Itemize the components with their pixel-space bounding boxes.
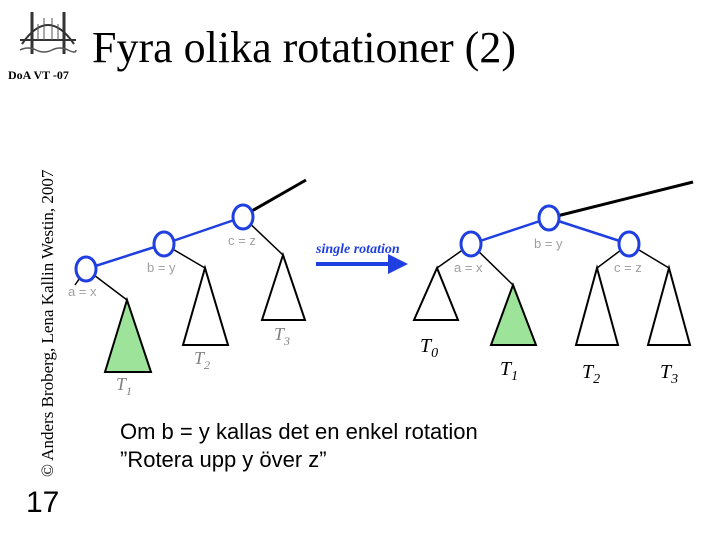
right-label-b: b = y bbox=[534, 236, 563, 251]
right-node-c bbox=[617, 230, 641, 258]
right-edge-b-a bbox=[470, 216, 550, 246]
caption-line-2: ”Rotera upp y över z” bbox=[120, 447, 327, 472]
right-subtree-label-t0: T0 bbox=[420, 335, 438, 361]
right-root-up-edge bbox=[548, 180, 694, 220]
slide-title: Fyra olika rotationer (2) bbox=[92, 23, 516, 72]
left-node-b bbox=[152, 230, 176, 258]
left-subtree-t1 bbox=[103, 296, 153, 373]
left-node-a bbox=[74, 255, 98, 283]
right-subtree-t1 bbox=[489, 282, 538, 346]
caption-line-1: Om b = y kallas det en enkel rotation bbox=[120, 419, 478, 444]
university-logo-icon bbox=[19, 12, 77, 54]
left-node-c bbox=[231, 203, 255, 231]
left-label-b: b = y bbox=[147, 260, 176, 275]
left-subtree-label-t1: T1 bbox=[116, 374, 132, 398]
page-number: 17 bbox=[26, 486, 60, 519]
left-subtree-label-t3: T3 bbox=[274, 324, 290, 348]
right-node-a bbox=[459, 230, 483, 258]
right-edge-b-c bbox=[548, 216, 630, 246]
arrow-label: single rotation bbox=[315, 242, 400, 257]
right-node-b bbox=[537, 204, 561, 232]
right-label-c: c = z bbox=[614, 260, 642, 275]
caption: Om b = y kallas det en enkel rotation ”R… bbox=[120, 418, 478, 474]
left-subtree-t3 bbox=[260, 251, 307, 321]
left-subtree-label-t2: T2 bbox=[194, 348, 210, 372]
right-subtree-label-t1: T1 bbox=[500, 358, 518, 384]
left-root-up-edge bbox=[242, 178, 307, 218]
left-edge-a-b bbox=[85, 242, 165, 271]
left-edge-b-c bbox=[163, 215, 244, 246]
left-label-a: a = x bbox=[68, 284, 97, 299]
right-subtree-t3 bbox=[646, 264, 692, 346]
left-label-c: c = z bbox=[228, 233, 256, 248]
right-label-a: a = x bbox=[454, 260, 483, 275]
right-subtree-t0 bbox=[412, 265, 460, 321]
rotation-arrow-icon bbox=[388, 254, 408, 274]
right-subtree-t2 bbox=[574, 264, 620, 346]
right-subtree-label-t3: T3 bbox=[660, 361, 678, 387]
right-subtree-label-t2: T2 bbox=[582, 361, 600, 387]
left-subtree-t2 bbox=[181, 264, 230, 346]
course-label: DoA VT -07 bbox=[8, 68, 69, 82]
